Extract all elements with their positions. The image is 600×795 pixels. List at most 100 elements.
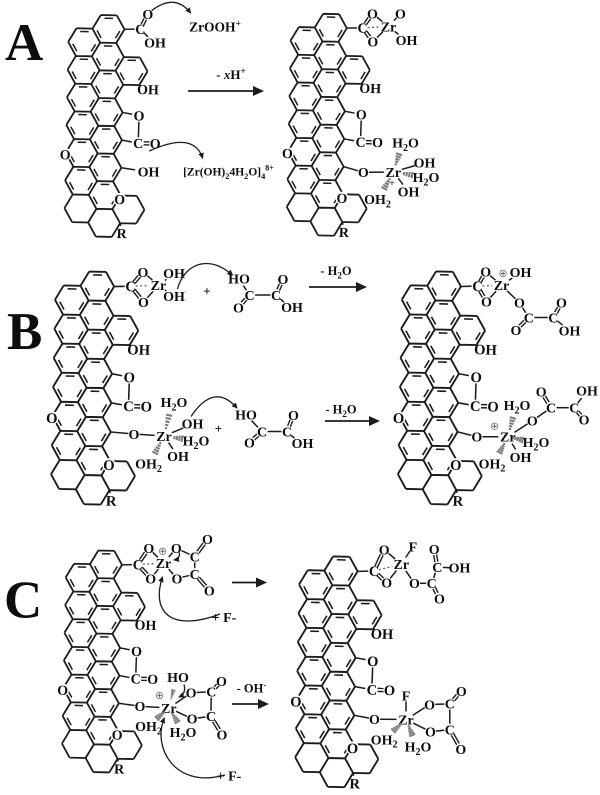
svg-text:HO: HO [228,273,250,288]
svg-text:OH: OH [138,166,160,181]
svg-text:O: O [347,741,359,757]
svg-text:C: C [4,572,42,630]
svg-text:O: O [367,35,378,50]
svg-text:C: C [133,137,143,152]
svg-text:O: O [409,577,420,592]
svg-text:O: O [143,542,154,557]
svg-text:OH: OH [474,342,498,359]
svg-text:- H2 O: - H2 O [320,264,352,280]
svg-text:C: C [206,686,216,701]
svg-text:O: O [367,654,379,670]
svg-text:OH: OH [510,266,532,281]
svg-text:O: O [131,645,142,660]
svg-text:C: C [282,425,292,440]
svg-text:OH: OH [396,34,418,49]
svg-text:OH: OH [137,83,159,98]
svg-text:C: C [271,289,281,304]
svg-text:R: R [106,494,117,510]
svg-text:O: O [429,543,440,558]
svg-text:O: O [135,700,146,715]
svg-text:R: R [339,226,350,241]
svg-text:+ F-: + F- [212,611,237,626]
svg-text:O: O [367,7,378,22]
svg-text:F: F [409,540,418,555]
svg-text:C: C [524,311,534,326]
svg-text:O: O [527,415,538,430]
svg-text:OH: OH [134,618,156,633]
svg-text:+ F-: + F- [217,770,242,785]
svg-text:O: O [395,7,406,22]
svg-text:O: O [511,324,522,339]
svg-text:O: O [216,675,227,690]
svg-text:[Zr(OH)2 4H2 O]4 8+: [Zr(OH)2 4H2 O]4 8+ [183,164,274,181]
svg-text:O: O [381,577,392,592]
svg-text:O: O [384,683,396,699]
svg-text:OH: OH [449,562,471,577]
svg-text:O: O [138,296,149,311]
svg-text:O: O [138,266,149,281]
svg-text:O: O [480,266,491,281]
svg-text:C: C [548,311,558,326]
svg-text:O: O [450,458,462,474]
svg-text:O: O [244,436,255,451]
svg-text:O: O [470,370,482,386]
svg-text:Zr: Zr [398,713,414,728]
svg-text:O: O [556,297,567,312]
svg-text:C: C [123,399,134,415]
svg-text:OH: OH [144,36,166,51]
svg-text:Zr: Zr [156,430,172,445]
svg-text:O: O [369,713,380,728]
svg-text:C: C [244,289,254,304]
svg-text:O: O [57,684,68,699]
svg-text:O: O [456,685,467,700]
svg-text:O: O [393,411,405,427]
svg-text:OH: OH [370,627,394,644]
svg-text:O: O [358,166,369,181]
svg-text:C: C [190,550,200,565]
svg-text:OH: OH [281,301,303,316]
svg-text:O: O [171,572,182,587]
svg-text:- H2 O: - H2 O [325,403,357,419]
svg-text:O: O [481,296,492,311]
svg-text:O: O [372,136,383,151]
svg-text:OH: OH [292,437,314,452]
svg-text:OH: OH [182,418,204,433]
svg-text:R: R [452,494,463,510]
svg-text:O: O [59,148,70,163]
svg-text:O: O [140,399,152,415]
svg-text:O: O [288,409,299,424]
svg-text:OH: OH [167,450,189,465]
svg-text:O: O [123,370,135,386]
svg-text:B: B [7,303,42,361]
svg-text:OH: OH [163,267,185,282]
svg-text:C: C [355,136,365,151]
svg-text:O: O [103,458,115,474]
svg-text:C: C [257,425,267,440]
svg-text:OH: OH [510,451,532,466]
svg-text:O: O [536,386,547,401]
svg-text:HO: HO [167,671,189,686]
svg-text:OH: OH [559,325,581,340]
svg-text:O: O [145,572,156,587]
svg-text:C: C [445,723,455,738]
svg-text:+: + [203,284,210,299]
svg-text:C: C [130,672,140,687]
svg-text:+: + [389,179,395,190]
svg-text:R: R [114,763,125,778]
svg-text:O: O [579,414,590,429]
svg-text:C: C [445,698,455,713]
svg-text:O: O [204,584,215,599]
svg-text:OH: OH [127,342,151,359]
svg-text:O: O [278,273,289,288]
svg-text:R: R [349,776,360,790]
svg-text:C: C [470,399,481,415]
svg-text:O: O [356,108,367,123]
svg-text:O: O [336,192,347,207]
svg-text:O: O [233,301,244,316]
svg-text:C: C [427,577,437,592]
svg-text:OH: OH [414,156,436,171]
svg-text:O: O [147,673,158,688]
svg-text:O: O [186,687,197,702]
svg-text:ZrOOH+: ZrOOH+ [189,20,241,35]
svg-text:O: O [171,542,182,557]
